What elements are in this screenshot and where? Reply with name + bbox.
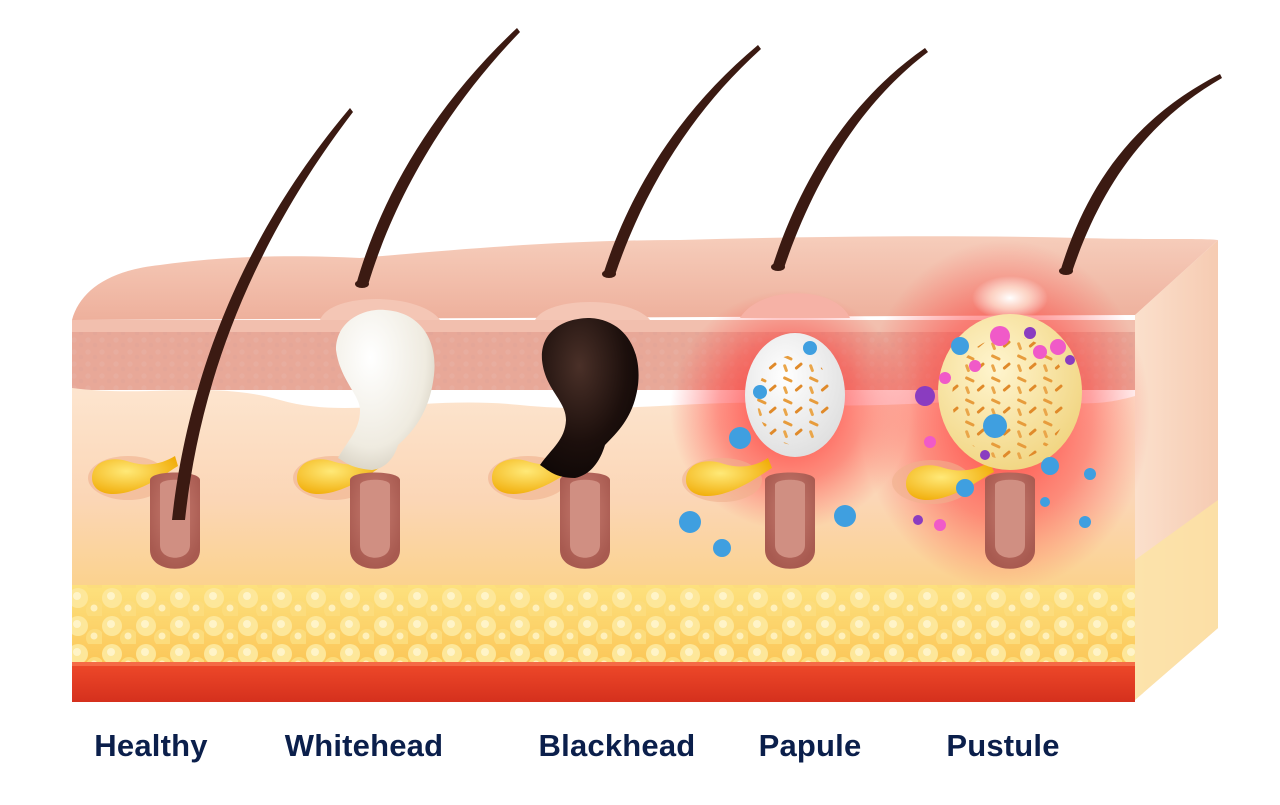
stage-papule bbox=[670, 48, 928, 569]
pore-bump bbox=[535, 302, 650, 320]
pustule-head-glow bbox=[972, 276, 1048, 320]
hair-strand bbox=[1060, 74, 1222, 272]
label-pustule: Pustule bbox=[946, 728, 1060, 763]
microbes bbox=[679, 341, 856, 557]
hair-strand bbox=[772, 48, 928, 268]
stage-whitehead bbox=[293, 28, 520, 569]
hair-strand bbox=[603, 45, 761, 275]
label-papule: Papule bbox=[758, 728, 862, 763]
pore-bump bbox=[740, 293, 850, 318]
label-whitehead: Whitehead bbox=[284, 728, 444, 763]
stage-healthy bbox=[88, 108, 353, 569]
sebaceous-gland-oil bbox=[906, 462, 994, 501]
blackhead-plug bbox=[540, 318, 639, 478]
sebaceous-gland-oil bbox=[92, 456, 178, 495]
pore-bump bbox=[320, 299, 440, 320]
microbes bbox=[913, 326, 1096, 531]
whitehead-plug bbox=[336, 309, 435, 470]
skin-block-side-fat bbox=[1135, 500, 1218, 700]
label-blackhead: Blackhead bbox=[538, 728, 696, 763]
hair-strand bbox=[172, 108, 353, 520]
stage-blackhead bbox=[488, 45, 761, 569]
hair-strand bbox=[356, 28, 520, 285]
muscle-layer bbox=[72, 662, 1135, 702]
sebaceous-gland-oil bbox=[686, 458, 772, 497]
label-healthy: Healthy bbox=[94, 728, 208, 763]
stage-pustule bbox=[860, 74, 1222, 590]
